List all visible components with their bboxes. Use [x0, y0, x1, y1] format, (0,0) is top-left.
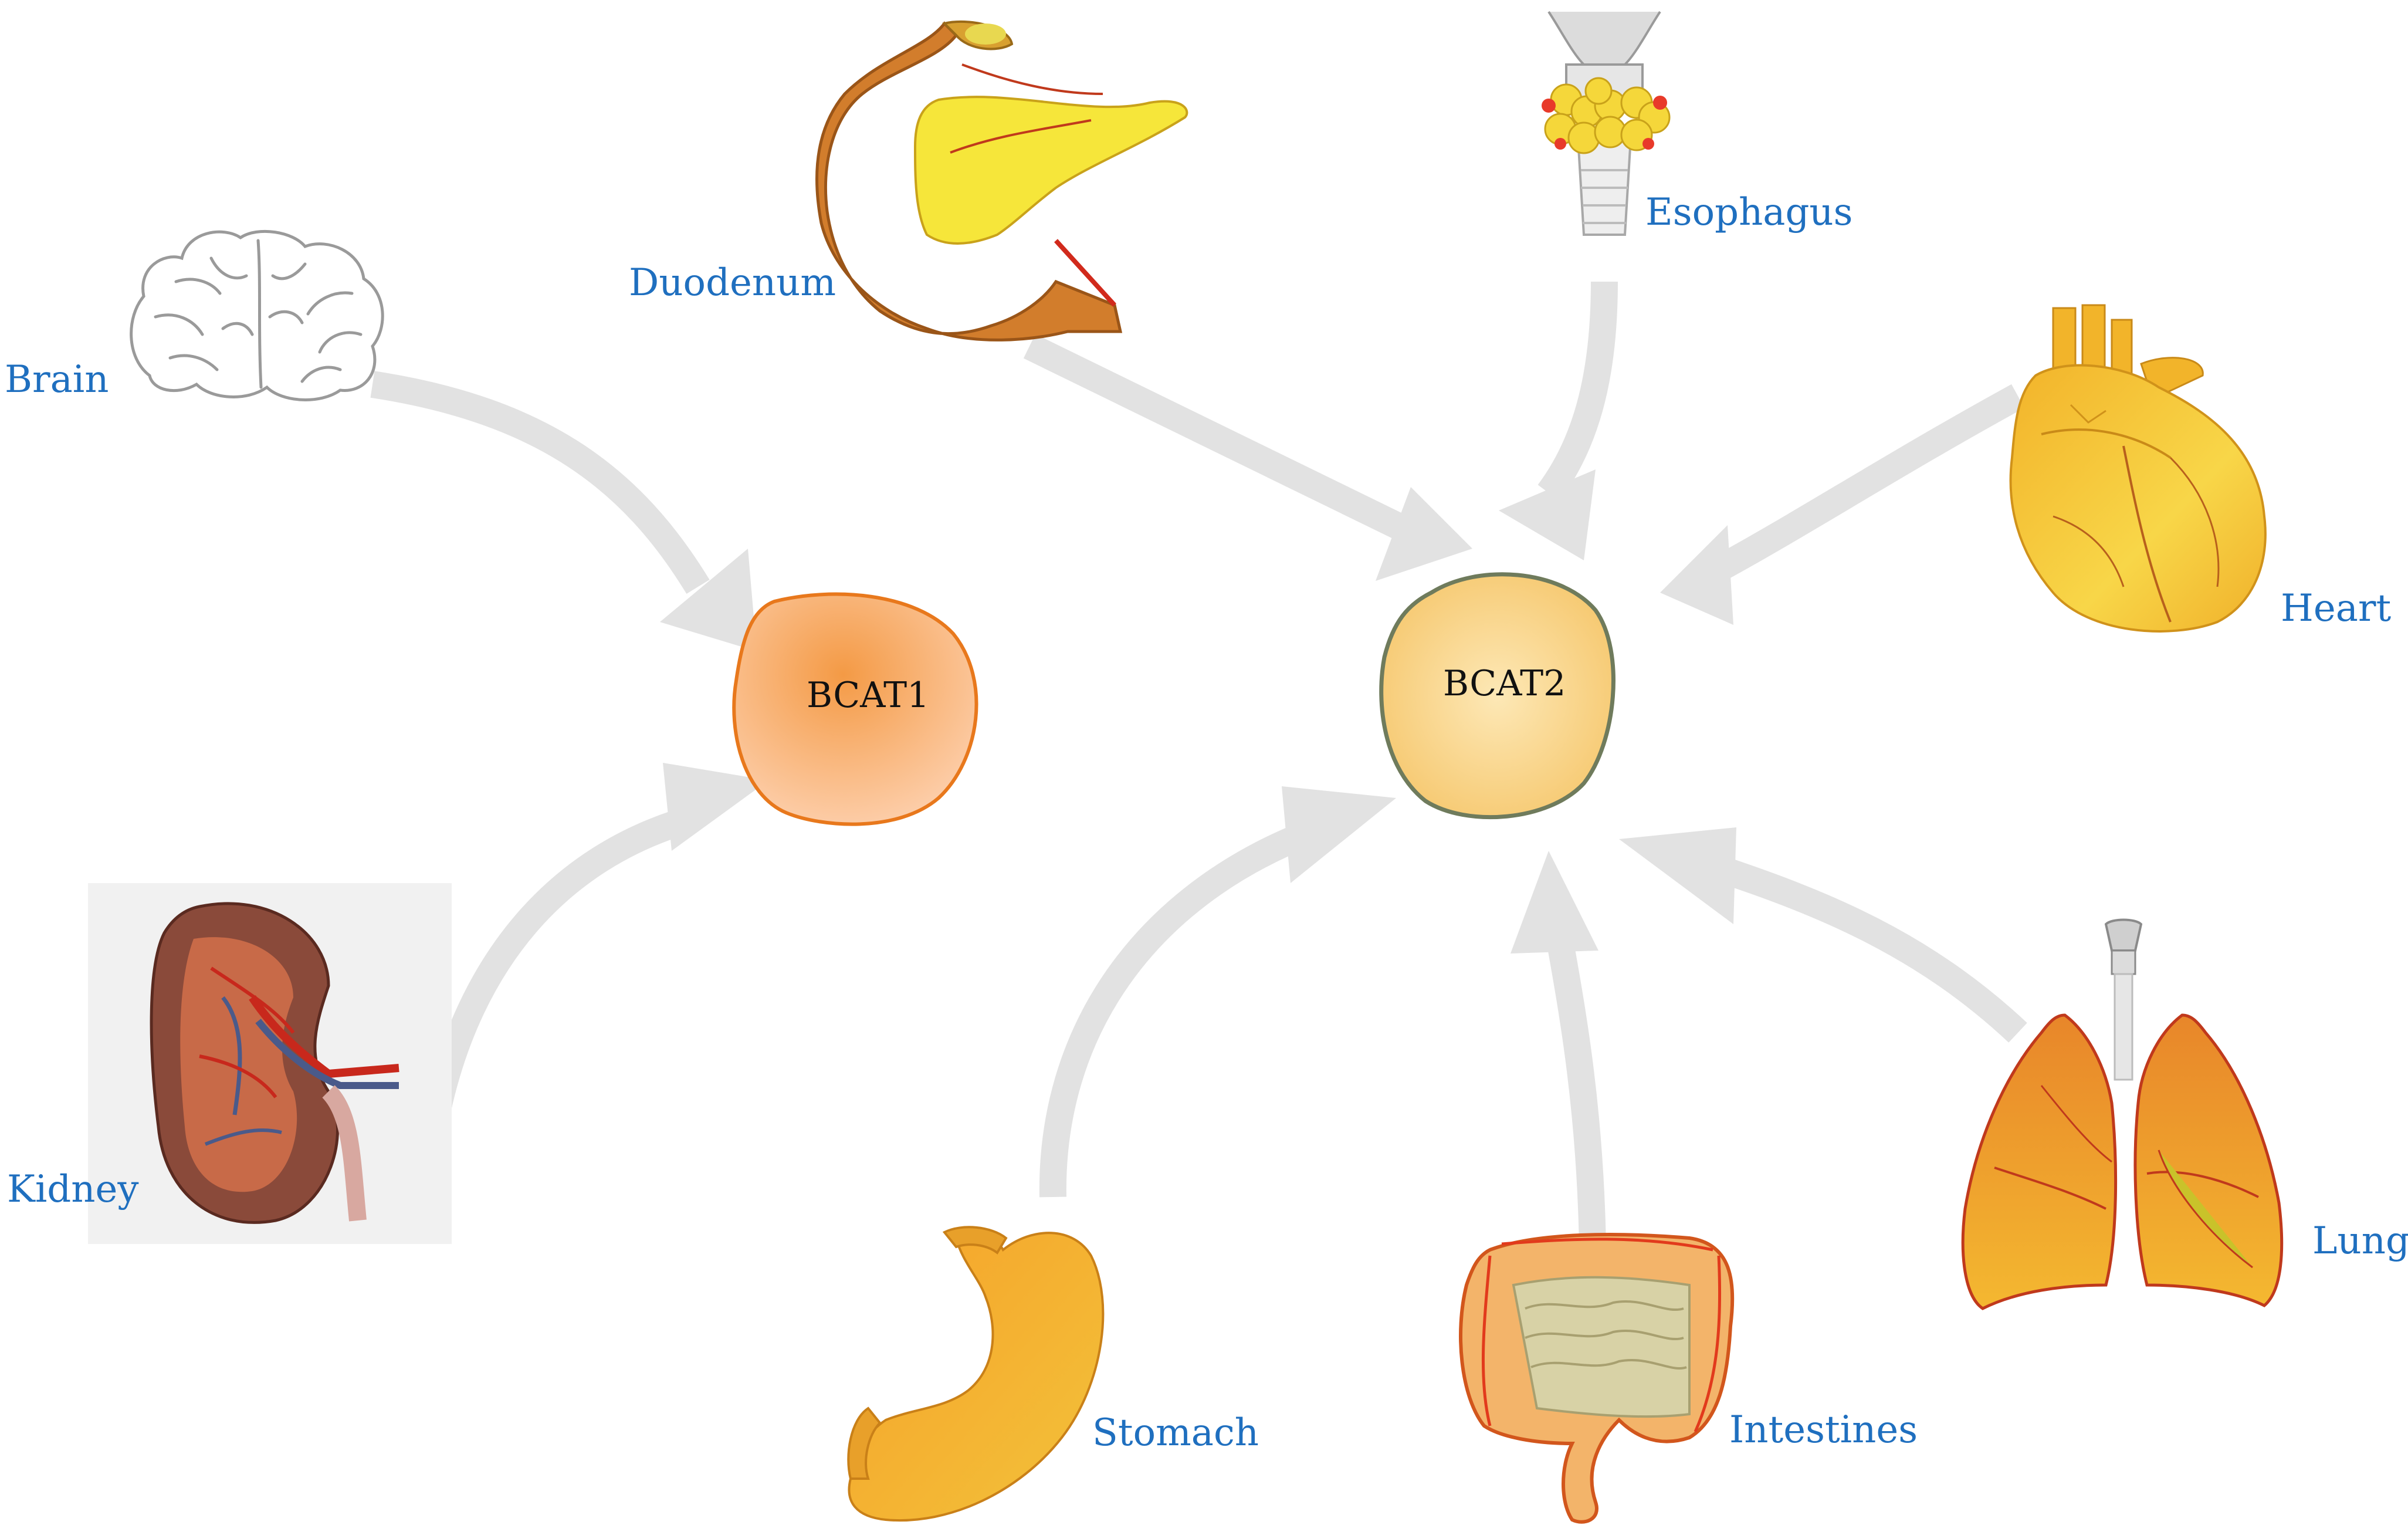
arrowhead-bcat1-top: [660, 549, 757, 651]
arrow-layer: [370, 281, 2027, 1245]
stomach-icon: [847, 1226, 1105, 1522]
arrowhead-bcat1-bottom: [663, 763, 768, 851]
arrowhead-esophagus: [1499, 469, 1596, 560]
organ-label-kidney: Kidney: [7, 1168, 139, 1211]
arrowhead-heart: [1660, 525, 1733, 625]
arrow-heart-to-bcat2: [1706, 384, 2025, 584]
bcat2-label: BCAT2: [1443, 663, 1566, 704]
bcat1-node: [732, 592, 978, 826]
duodenum-pancreas-icon: [815, 21, 1188, 342]
bcat1-label: BCAT1: [807, 675, 930, 716]
arrowhead-duodenum: [1376, 487, 1472, 581]
organ-label-heart: Heart: [2281, 587, 2392, 630]
intestines-icon: [1459, 1233, 1735, 1524]
heart-icon: [2009, 304, 2267, 633]
arrow-lung-to-bcat2: [1714, 856, 2027, 1043]
arrowhead-layer: [660, 469, 1736, 954]
arrowhead-intestines: [1510, 851, 1598, 954]
brain-icon: [130, 229, 384, 401]
organ-label-brain: Brain: [5, 358, 109, 401]
esophagus-thyroid-icon: [1542, 11, 1671, 236]
arrow-esophagus-to-bcat2: [1537, 281, 1618, 501]
lung-icon: [1961, 918, 2284, 1310]
organ-label-esophagus: Esophagus: [1645, 191, 1853, 234]
organ-label-lung: Lung: [2312, 1219, 2408, 1263]
arrow-brain-to-bcat1: [370, 371, 710, 594]
arrow-kidney-to-bcat1: [424, 805, 696, 1115]
kidney-icon: [88, 883, 452, 1244]
organ-label-stomach: Stomach: [1092, 1411, 1259, 1455]
organ-label-duodenum: Duodenum: [629, 261, 836, 305]
bcat2-node: [1379, 572, 1616, 820]
arrow-stomach-to-bcat2: [1039, 820, 1313, 1198]
arrowhead-lung: [1619, 827, 1736, 924]
organ-label-intestines: Intestines: [1729, 1408, 1918, 1452]
arrowhead-stomach: [1282, 786, 1396, 883]
arrow-intestines-to-bcat2: [1544, 924, 1606, 1245]
arrow-duodenum-to-bcat2: [1023, 334, 1408, 540]
